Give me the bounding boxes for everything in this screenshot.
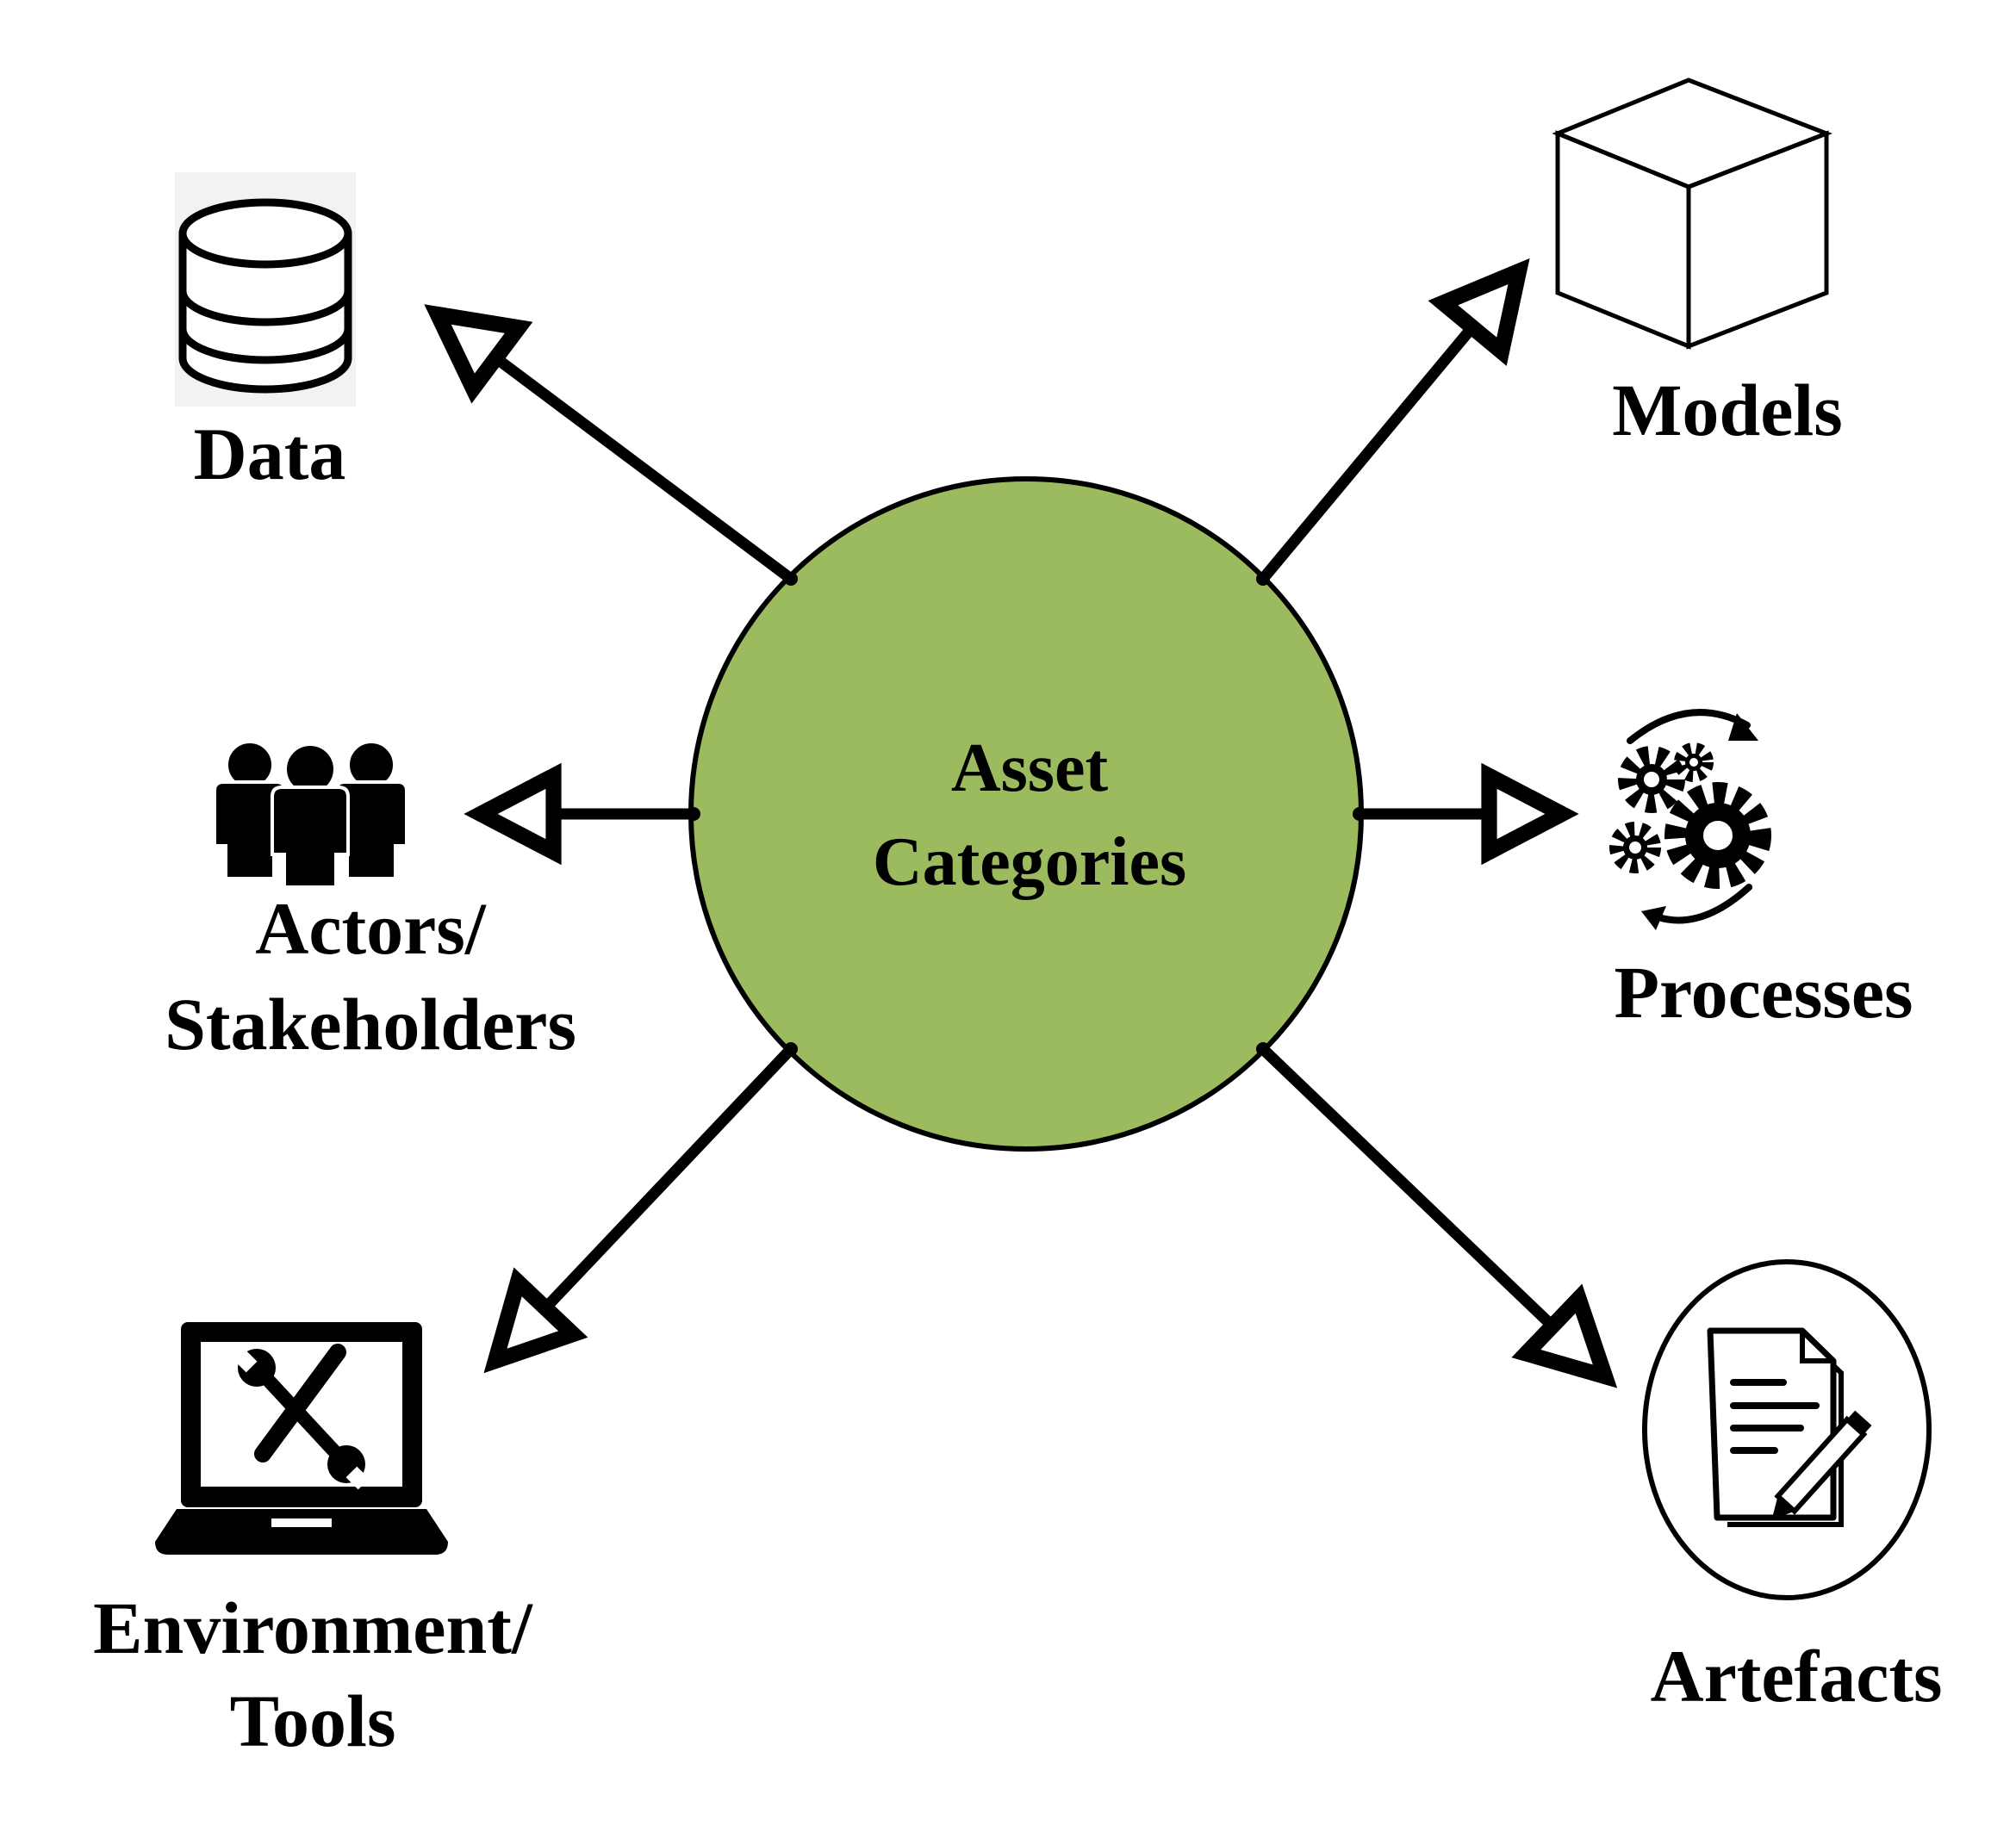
actors-label-line2: Stakeholders xyxy=(165,983,576,1065)
models-label: Models xyxy=(1612,369,1843,451)
laptop-tools-icon xyxy=(155,1322,448,1555)
database-icon xyxy=(175,172,356,407)
center-label-line1: Asset xyxy=(951,730,1109,806)
people-icon xyxy=(213,740,408,889)
environment-label-line1: Environment/ xyxy=(93,1587,533,1669)
gears-icon xyxy=(1609,709,1771,930)
arrow-to-models xyxy=(1257,258,1530,585)
actors-label-line1: Actors/ xyxy=(255,887,487,970)
arrow-to-environment xyxy=(483,1043,797,1374)
data-label: Data xyxy=(194,413,346,495)
cube-icon xyxy=(1552,78,1832,350)
arrow-to-data xyxy=(424,304,797,585)
processes-label: Processes xyxy=(1614,951,1913,1034)
arrow-to-artefacts xyxy=(1257,1043,1618,1388)
center-label-line2: Categories xyxy=(873,824,1186,900)
artefacts-label: Artefacts xyxy=(1650,1635,1942,1717)
document-pen-icon xyxy=(1642,1259,1932,1600)
environment-label-line2: Tools xyxy=(230,1680,396,1762)
